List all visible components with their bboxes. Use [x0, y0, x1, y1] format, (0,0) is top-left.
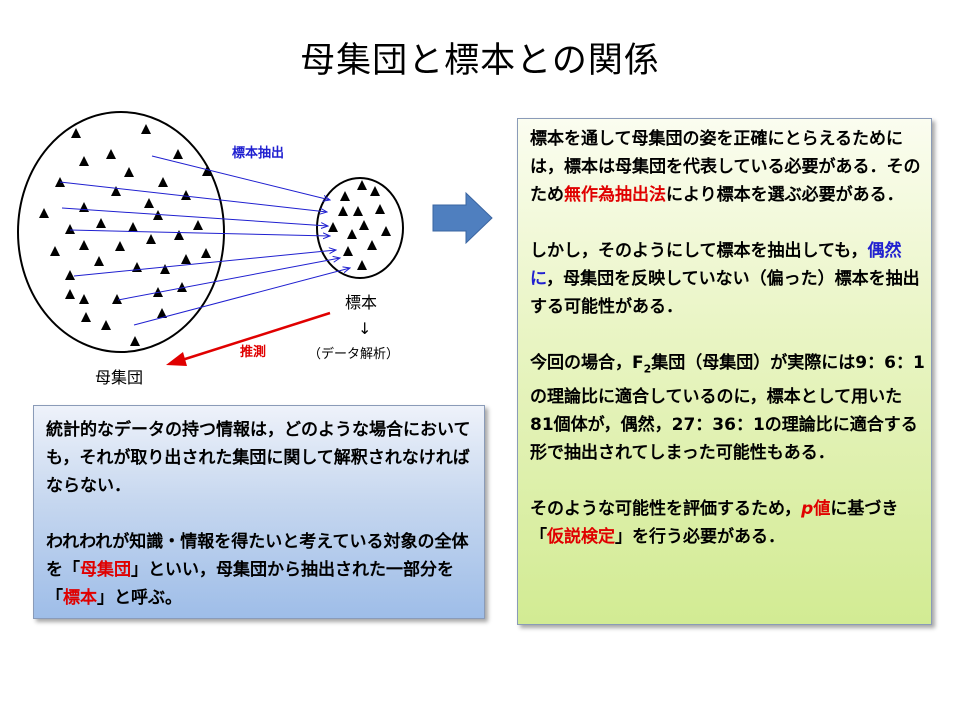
triangle-marker — [181, 190, 191, 200]
sample-ellipse — [316, 177, 404, 279]
text-run: 標本を通して母集団の姿を正確にとらえるためには，標本は母集団を代表している必要が… — [530, 129, 921, 205]
analysis-label: （データ解析） — [308, 346, 399, 362]
triangle-marker — [94, 256, 104, 266]
triangle-marker — [79, 240, 89, 250]
triangle-marker — [357, 180, 367, 190]
triangle-marker — [158, 177, 168, 187]
triangle-marker — [79, 156, 89, 166]
population-ellipse — [17, 111, 225, 353]
term-random-sampling: 無作為抽出法 — [564, 185, 666, 205]
text-run: により標本を選ぶ必要がある． — [666, 185, 904, 205]
triangle-marker — [343, 246, 353, 256]
triangle-marker — [353, 206, 363, 216]
triangle-marker — [50, 246, 60, 256]
text-run: 」を行う必要がある． — [615, 527, 785, 548]
triangle-marker — [128, 222, 138, 232]
triangle-marker — [381, 226, 391, 236]
triangle-marker — [340, 191, 350, 201]
text-run: 」といい，母集団から抽出された一部分を「 — [46, 560, 454, 608]
explanation-box: 標本を通して母集団の姿を正確にとらえるためには，標本は母集団を代表している必要が… — [517, 118, 932, 625]
population-triangles — [39, 124, 212, 346]
term-by-chance: 偶然に — [530, 241, 902, 289]
term-hypothesis-test: 仮説検定 — [547, 527, 615, 548]
triangle-marker — [359, 220, 369, 230]
text-run: に基づき「 — [530, 499, 899, 548]
term-sample: 標本 — [63, 588, 97, 608]
text-run: われわれが知識・情報を得たいと考えている対象の全体を「 — [46, 532, 469, 580]
triangle-marker — [115, 241, 125, 251]
triangle-marker — [328, 222, 338, 232]
text-run: 」と呼ぶ。 — [97, 588, 182, 608]
triangle-marker — [141, 124, 151, 134]
triangle-marker — [79, 202, 89, 212]
explanation-paragraph-1: 標本を通して母集団の姿を正確にとらえるためには，標本は母集団を代表している必要が… — [530, 125, 925, 209]
term-value: 値 — [813, 499, 831, 520]
triangle-marker — [181, 254, 191, 264]
triangle-marker — [367, 240, 377, 250]
text-run: 集団（母集団）が実際には9：6：1の理論比に適合しているのに，標本として用いた8… — [530, 353, 925, 464]
text-run: ，母集団を反映していない（偏った）標本を抽出する可能性がある． — [530, 269, 920, 317]
triangle-marker — [338, 206, 348, 216]
triangle-marker — [177, 282, 187, 292]
triangle-marker — [357, 260, 367, 270]
explanation-paragraph-3: 今回の場合，F2集団（母集団）が実際には9：6：1の理論比に適合しているのに，標… — [530, 349, 925, 467]
definition-box: 統計的なデータの持つ情報は，どのような場合においても，それが取り出された集団に関… — [33, 405, 485, 619]
inference-label: 推測 — [240, 344, 266, 360]
triangle-marker — [39, 208, 49, 218]
triangle-marker — [81, 312, 91, 322]
triangle-marker — [65, 270, 75, 280]
triangle-marker — [146, 234, 156, 244]
definition-paragraph-2: われわれが知識・情報を得たいと考えている対象の全体を「母集団」といい，母集団から… — [46, 528, 476, 612]
triangle-marker — [370, 186, 380, 196]
extraction-label: 標本抽出 — [232, 145, 284, 161]
extraction-arrows — [59, 155, 350, 326]
sample-triangles — [328, 180, 391, 270]
population-label: 母集団 — [95, 368, 143, 387]
inference-arrow — [166, 311, 331, 366]
page-title: 母集団と標本との関係 — [300, 41, 660, 81]
explanation-paragraph-4: そのような可能性を評価するため，p値に基づき「仮説検定」を行う必要がある． — [530, 495, 925, 551]
triangle-marker — [65, 224, 75, 234]
triangle-marker — [160, 264, 170, 274]
triangle-marker — [193, 220, 203, 230]
triangle-marker — [111, 186, 121, 196]
triangle-marker — [71, 128, 81, 138]
right-block-arrow — [432, 191, 493, 245]
triangle-marker — [65, 289, 75, 299]
triangle-marker — [101, 320, 111, 330]
definition-paragraph-1: 統計的なデータの持つ情報は，どのような場合においても，それが取り出された集団に関… — [46, 420, 471, 496]
triangle-marker — [130, 336, 140, 346]
triangle-marker — [79, 294, 89, 304]
triangle-marker — [202, 166, 212, 176]
down-arrow: ↓ — [358, 319, 371, 338]
triangle-marker — [124, 167, 134, 177]
term-p: p — [801, 499, 814, 520]
text-run: 今回の場合，F — [530, 353, 644, 373]
explanation-paragraph-2: しかし，そのようにして標本を抽出しても，偶然に，母集団を反映していない（偏った）… — [530, 237, 925, 321]
text-run: そのような可能性を評価するため， — [530, 499, 802, 520]
sample-label: 標本 — [345, 293, 377, 312]
term-population: 母集団 — [80, 560, 131, 580]
subscript-2: 2 — [643, 362, 652, 376]
triangle-marker — [96, 218, 106, 228]
triangle-marker — [201, 248, 211, 258]
triangle-marker — [112, 294, 122, 304]
triangle-marker — [173, 149, 183, 159]
triangle-marker — [106, 149, 116, 159]
triangle-marker — [347, 229, 357, 239]
text-run: しかし，そのようにして標本を抽出しても， — [530, 241, 868, 261]
triangle-marker — [144, 198, 154, 208]
triangle-marker — [174, 230, 184, 240]
triangle-marker — [153, 210, 163, 220]
triangle-marker — [375, 204, 385, 214]
triangle-marker — [157, 308, 167, 318]
